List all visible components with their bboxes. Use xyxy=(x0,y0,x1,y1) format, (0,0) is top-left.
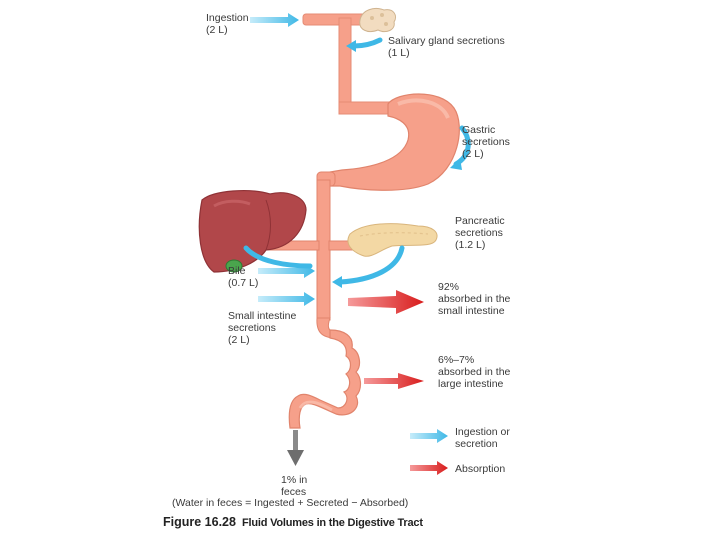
legend-ingestion-secretion: Ingestion or secretion xyxy=(455,426,510,450)
large-intestine xyxy=(289,330,360,428)
salivary-gland xyxy=(360,8,396,31)
small-intestine-secretion-arrow xyxy=(258,292,315,306)
salivary-arrow xyxy=(354,40,380,46)
figure-caption: Figure 16.28 Fluid Volumes in the Digesti… xyxy=(163,515,423,529)
liver xyxy=(199,191,306,272)
pancreatic-label: Pancreatic secretions (1.2 L) xyxy=(455,215,505,251)
absorption-arrows xyxy=(348,290,448,475)
feces-label: 1% in feces xyxy=(281,474,307,498)
large-absorption-arrow xyxy=(364,373,424,389)
legend-absorption: Absorption xyxy=(455,463,505,475)
water-formula: (Water in feces = Ingested + Secreted − … xyxy=(172,497,408,509)
small-intestine-secretions-label: Small intestine secretions (2 L) xyxy=(228,310,296,346)
absorbed-large-label: 6%–7% absorbed in the large intestine xyxy=(438,354,510,390)
salivary-label: Salivary gland secretions (1 L) xyxy=(388,35,505,59)
feces-arrow xyxy=(287,430,304,466)
absorbed-small-label: 92% absorbed in the small intestine xyxy=(438,281,510,317)
bile-label: Bile (0.7 L) xyxy=(228,265,258,289)
figure-title: Fluid Volumes in the Digestive Tract xyxy=(242,517,423,529)
ingestion-arrow xyxy=(250,13,299,27)
small-absorption-arrow xyxy=(348,290,424,314)
pancreas xyxy=(348,224,437,257)
legend-red-arrow xyxy=(410,461,448,475)
ingestion-label: Ingestion (2 L) xyxy=(206,12,249,36)
legend-cyan-arrow xyxy=(410,429,448,443)
figure-number: Figure 16.28 xyxy=(163,515,236,529)
gastric-label: Gastric secretions (2 L) xyxy=(462,124,510,160)
